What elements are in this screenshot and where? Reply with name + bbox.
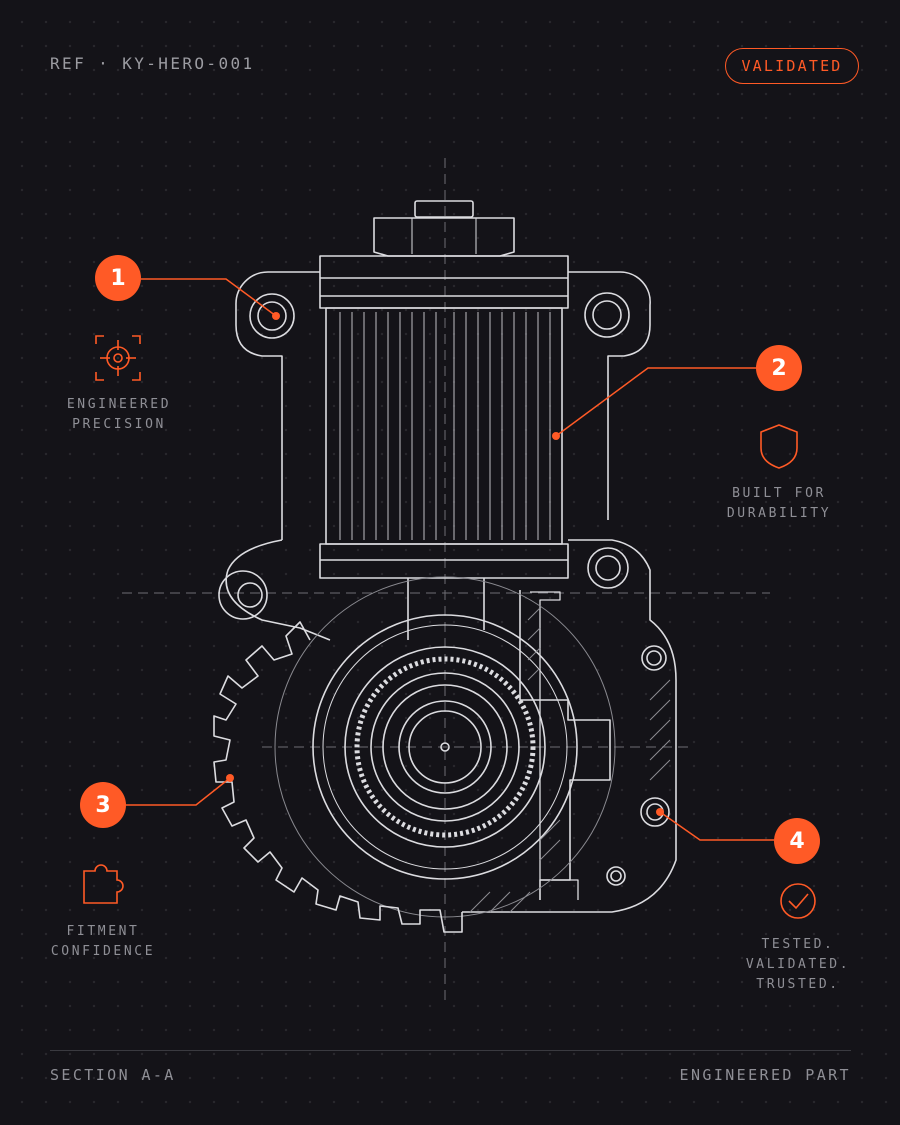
callout-badge-1[interactable]: 1 (95, 255, 141, 301)
validated-badge: VALIDATED (725, 48, 859, 84)
callout-badge-2[interactable]: 2 (756, 345, 802, 391)
footer-divider (50, 1050, 851, 1051)
footer-part-label: ENGINEERED PART (679, 1066, 851, 1084)
footer-section-label: SECTION A-A (50, 1066, 176, 1084)
check-circle-icon (780, 883, 816, 919)
leader-dot-1 (272, 312, 280, 320)
leader-dot-2 (552, 432, 560, 440)
leader-dot-3 (226, 774, 234, 782)
callout-badge-3[interactable]: 3 (80, 782, 126, 828)
crosshair-icon (95, 335, 141, 381)
puzzle-icon (83, 864, 124, 904)
reference-code: REF · KY-HERO-001 (50, 54, 255, 73)
shield-icon (760, 424, 798, 469)
callout-badge-4[interactable]: 4 (774, 818, 820, 864)
feature-label-tested: TESTED.VALIDATED.TRUSTED. (745, 937, 851, 992)
leader-dot-4 (656, 808, 664, 816)
